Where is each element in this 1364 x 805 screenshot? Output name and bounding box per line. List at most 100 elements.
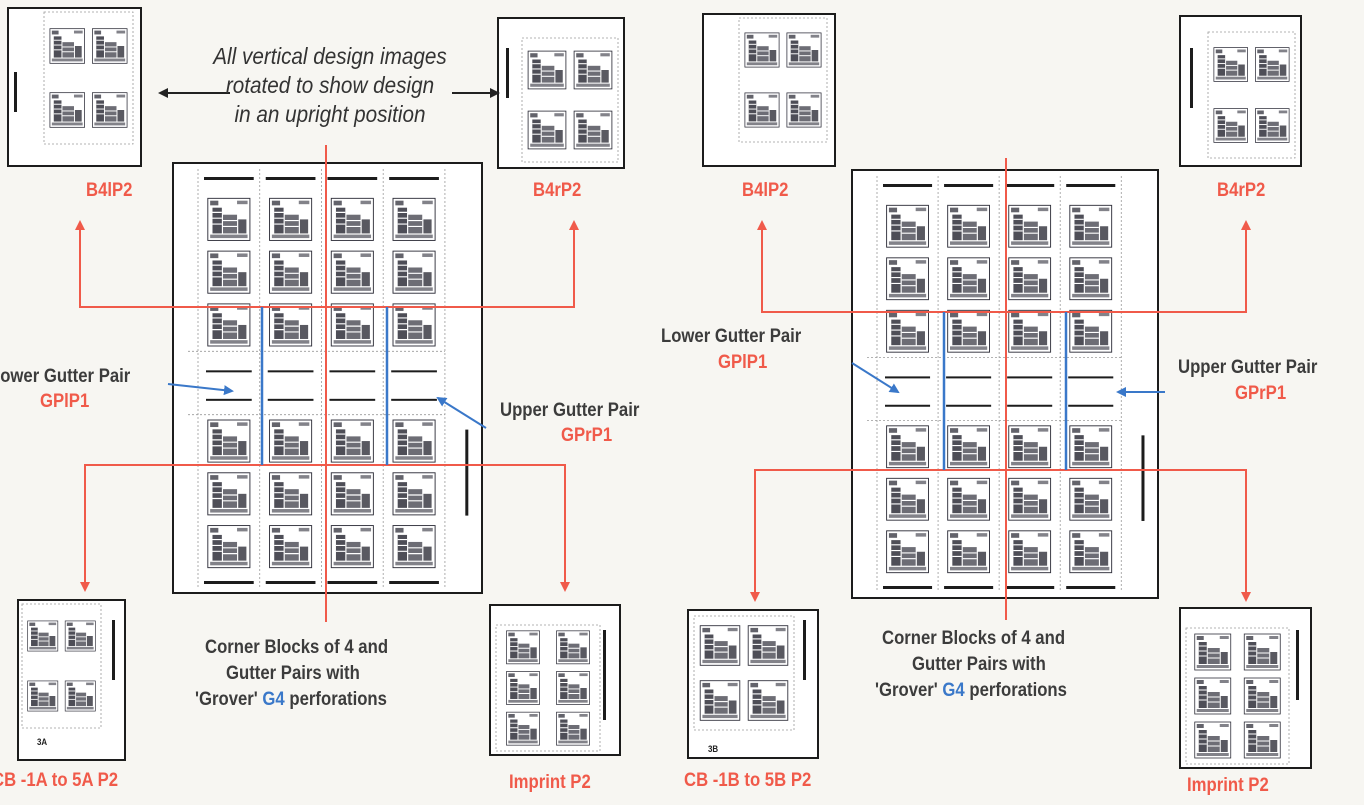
margin-bar — [1066, 586, 1115, 589]
stamp-image — [329, 523, 376, 570]
stamp-image — [945, 529, 992, 576]
left-gpr-label: GPrP1 — [561, 425, 612, 447]
right-corner-line-1: Corner Blocks of 4 and — [882, 628, 1065, 650]
left-b4l-block — [8, 8, 141, 166]
right-grover-text: 'Grover' — [875, 680, 938, 701]
stamp-image — [64, 679, 98, 713]
gutter-bar — [268, 370, 314, 372]
stamp-image — [391, 470, 438, 517]
stamp-image — [505, 629, 542, 666]
margin-bar — [1190, 48, 1193, 108]
stamp-image — [48, 27, 87, 66]
left-b4r-label: B4rP2 — [533, 180, 581, 202]
right-lower-gutter-label: Lower Gutter Pair — [661, 326, 801, 348]
stamp-image — [1006, 203, 1053, 250]
stamp-image — [526, 49, 568, 91]
margin-bar — [1005, 184, 1054, 187]
right-cb-block — [688, 610, 818, 758]
stamp-image — [1067, 256, 1114, 303]
stamp-image — [1006, 308, 1053, 355]
left-corner-line-2: Gutter Pairs with — [226, 663, 360, 685]
rotation-note-line-2: rotated to show design — [182, 71, 479, 100]
left-cb-block — [18, 600, 125, 760]
stamp-image — [205, 470, 252, 517]
right-g4-text: G4 — [942, 680, 964, 701]
gutter-bar — [1007, 405, 1052, 407]
gutter-bar — [268, 399, 314, 401]
margin-bar — [327, 581, 377, 584]
left-grover-text: 'Grover' — [195, 689, 258, 710]
stamp-image — [884, 424, 931, 471]
stamp-image — [1193, 720, 1233, 760]
stamp-image — [391, 196, 438, 243]
stamp-image — [1067, 476, 1114, 523]
gutter-bar — [391, 399, 437, 401]
stamp-image — [884, 203, 931, 250]
stamp-image — [884, 308, 931, 355]
right-b4r-block — [1180, 16, 1301, 166]
stamp-image — [26, 619, 60, 653]
stamp-image — [1067, 308, 1114, 355]
gutter-bar — [329, 399, 375, 401]
stamp-image — [1212, 107, 1250, 145]
margin-bar — [389, 581, 439, 584]
margin-bar — [389, 177, 439, 180]
left-cb-label: CB -1A to 5A P2 — [0, 770, 118, 792]
stamp-image — [205, 418, 252, 465]
gutter-bar — [1068, 376, 1113, 378]
stamp-image — [746, 624, 790, 668]
rotation-note-line-3: in an upright position — [182, 100, 479, 129]
stamp-image — [1006, 476, 1053, 523]
margin-bar — [327, 177, 377, 180]
stamp-image — [698, 679, 742, 723]
stamp-image — [555, 710, 592, 747]
stamp-image — [1242, 632, 1282, 672]
left-gpl-label: GPlP1 — [40, 391, 89, 413]
stamp-image — [329, 249, 376, 296]
stamp-image — [267, 302, 314, 349]
stamp-image — [1193, 676, 1233, 716]
margin-bar — [266, 581, 316, 584]
gutter-bar — [206, 370, 252, 372]
stamp-image — [91, 91, 130, 130]
stamp-image — [329, 196, 376, 243]
imprint-bar — [1141, 435, 1144, 521]
stamp-image — [26, 679, 60, 713]
stamp-image — [572, 109, 614, 151]
left-b4l-label: B4lP2 — [86, 180, 132, 202]
gutter-bar — [1068, 405, 1113, 407]
stamp-image — [48, 91, 87, 130]
stamp-image — [267, 418, 314, 465]
gutter-bar — [329, 370, 375, 372]
right-corner-line-3: 'Grover' G4 perforations — [875, 680, 1067, 702]
stamp-image — [945, 424, 992, 471]
stamp-image — [698, 624, 742, 668]
stamp-image — [1193, 632, 1233, 672]
margin-bar — [204, 177, 254, 180]
right-imprint-block — [1180, 608, 1311, 768]
gutter-bar — [885, 405, 930, 407]
stamp-image — [391, 249, 438, 296]
left-sheet — [173, 163, 482, 593]
left-b4r-block — [498, 18, 624, 168]
stamp-image — [945, 308, 992, 355]
right-gpr-label: GPrP1 — [1235, 383, 1286, 405]
imprint-bar — [465, 430, 468, 516]
margin-bar — [1296, 630, 1299, 700]
left-corner-line-3: 'Grover' G4 perforations — [195, 689, 387, 711]
stamp-image — [945, 476, 992, 523]
stamp-image — [205, 302, 252, 349]
stamp-image — [785, 91, 823, 129]
margin-bar — [1066, 184, 1115, 187]
stamp-image — [267, 523, 314, 570]
stamp-image — [1212, 46, 1250, 84]
right-perforations-text: perforations — [969, 680, 1067, 701]
margin-bar — [883, 586, 932, 589]
stamp-image — [1242, 676, 1282, 716]
right-upper-gutter-label: Upper Gutter Pair — [1178, 357, 1317, 379]
margin-bar — [944, 586, 993, 589]
stamp-image — [884, 476, 931, 523]
stamp-image — [1254, 107, 1292, 145]
stamp-image — [329, 470, 376, 517]
right-sheet-code: 3B — [708, 744, 718, 754]
